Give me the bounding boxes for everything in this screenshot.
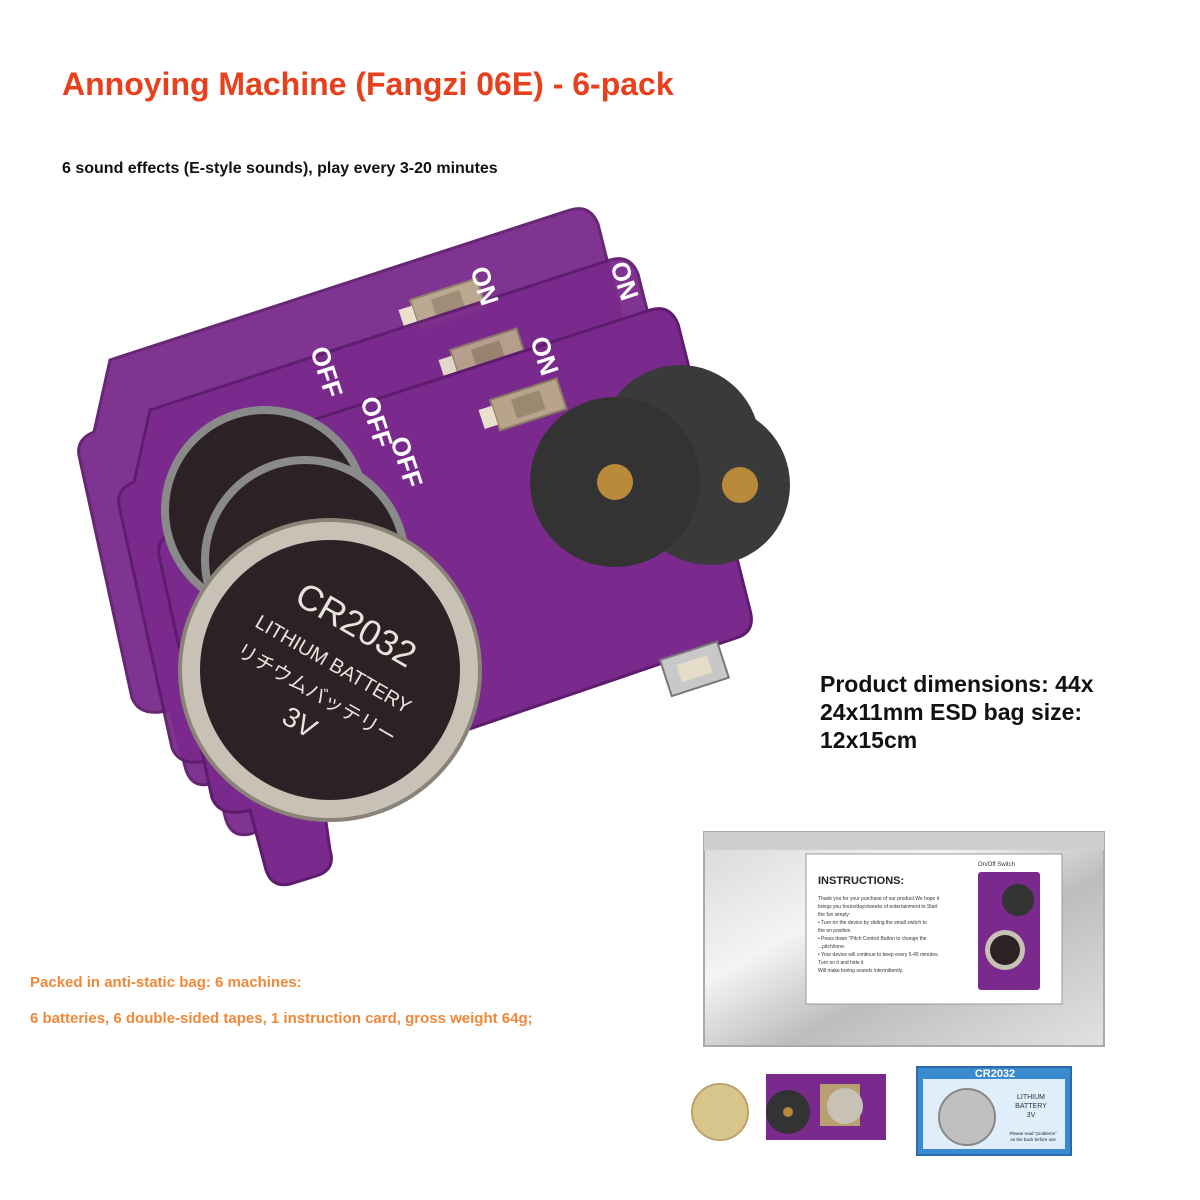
buzzer-icon: [530, 365, 790, 567]
battery-pack-voltage: 3V: [1027, 1112, 1036, 1119]
instruction-line: the fun simply:: [818, 912, 850, 918]
page-title: Annoying Machine (Fangzi 06E) - 6-pack: [62, 66, 674, 102]
instruction-line: Turn on it and hide it: [818, 960, 864, 966]
esd-bag-illustration: INSTRUCTIONS: On/Off Switch Thank you fo…: [703, 831, 1105, 1047]
package-contents-line-2: 6 batteries, 6 double-sided tapes, 1 ins…: [30, 1010, 533, 1027]
instruction-line: • Turn on the device by sliding the smal…: [818, 920, 927, 926]
battery-pack-model: CR2032: [975, 1068, 1015, 1080]
product-dimensions: Product dimensions: 44x 24x11mm ESD bag …: [820, 671, 1094, 753]
battery-pack-note: Please read "problems": [1010, 1131, 1057, 1136]
instruction-line: Will make boring sounds intermittently.: [818, 968, 903, 974]
board-icon: [766, 1074, 886, 1140]
battery-pack-line2: BATTERY: [1015, 1103, 1047, 1110]
instruction-line: • Press down "Pitch Control Button to ch…: [818, 936, 927, 942]
coin-cell-icon: [938, 1088, 996, 1146]
page-subtitle: 6 sound effects (E-style sounds), play e…: [62, 160, 498, 177]
tape-icon: [691, 1083, 749, 1141]
battery-pack-illustration: CR2032 LITHIUM BATTERY 3V Please read "p…: [916, 1066, 1072, 1156]
instruction-line: Thank you for your purchase of our produ…: [818, 896, 940, 902]
switch-label: On/Off Switch: [978, 862, 1015, 868]
instruction-line: brings you hours/days/weeks of entertain…: [818, 904, 938, 910]
instruction-line: ...pitch/tone.: [818, 944, 845, 950]
instruction-line: • Your device will continue to beep ever…: [818, 952, 939, 958]
coin-battery-icon: CR2032 LITHIUM BATTERY リチウムバッテリー 3V: [178, 518, 482, 822]
package-contents-line-1: Packed in anti-static bag: 6 machines:: [30, 974, 302, 991]
battery-pack-note: on the back before use: [1010, 1137, 1056, 1142]
pcb-boards-illustration: CR2032 LITHIUM BATTERY リチウムバッテリー 3V ON O…: [77, 207, 790, 887]
mini-board-icon: [978, 872, 1040, 990]
instruction-line: the on position: [818, 928, 851, 934]
instructions-heading: INSTRUCTIONS:: [818, 875, 904, 887]
accessories-illustration: [691, 1074, 886, 1141]
battery-pack-line1: LITHIUM: [1017, 1094, 1045, 1101]
